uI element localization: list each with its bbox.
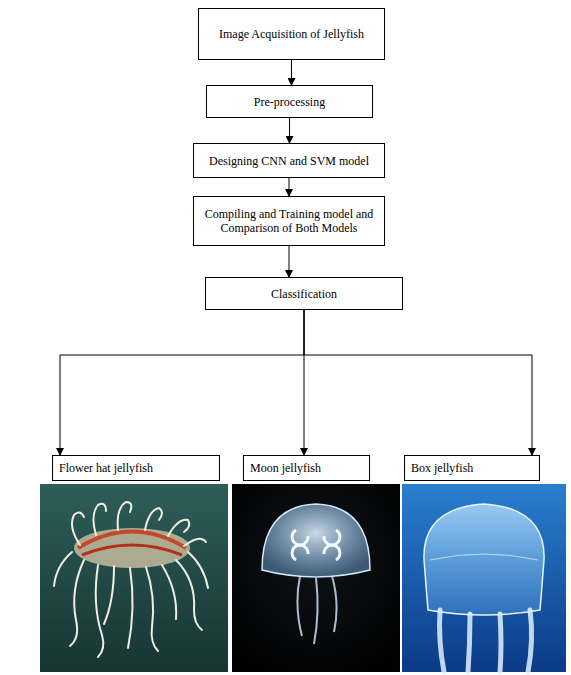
box-text: Moon jellyfish xyxy=(250,461,363,475)
moon-jellyfish-photo xyxy=(232,484,400,672)
box-text: Box jellyfish xyxy=(411,461,533,475)
box-text: Designing CNN and SVM model xyxy=(200,154,378,168)
process-box: Compiling and Training model and Compari… xyxy=(193,196,385,246)
box-text: Pre-processing xyxy=(213,95,366,109)
box-text: Flower hat jellyfish xyxy=(59,461,213,475)
class-label-box: Flower hat jellyfish xyxy=(52,455,220,481)
process-box: Classification xyxy=(205,277,403,310)
box-text: Compiling and Training model and Compari… xyxy=(200,207,378,235)
process-box: Designing CNN and SVM model xyxy=(193,143,385,178)
text-holder: Box jellyfish xyxy=(411,461,533,475)
flow-arrow xyxy=(289,178,290,196)
flow-arrow xyxy=(289,118,290,143)
text-holder: Image Acquisition of Jellyfish xyxy=(205,27,378,41)
text-holder: Compiling and Training model and Compari… xyxy=(200,207,378,235)
process-box: Image Acquisition of Jellyfish xyxy=(198,8,385,60)
flow-arrow xyxy=(289,246,290,277)
text-holder: Classification xyxy=(212,287,396,301)
flow-arrow xyxy=(291,60,292,85)
class-label-box: Moon jellyfish xyxy=(243,455,370,481)
box-text: Image Acquisition of Jellyfish xyxy=(205,27,378,41)
class-label-box: Box jellyfish xyxy=(404,455,540,481)
text-holder: Designing CNN and SVM model xyxy=(200,154,378,168)
box-jellyfish-photo xyxy=(402,484,566,672)
flower-hat-photo xyxy=(40,484,228,672)
text-holder: Flower hat jellyfish xyxy=(59,461,213,475)
flow-arrow xyxy=(304,310,532,455)
box-text: Classification xyxy=(212,287,396,301)
flow-arrow xyxy=(60,310,304,455)
text-holder: Pre-processing xyxy=(213,95,366,109)
process-box: Pre-processing xyxy=(206,85,373,118)
text-holder: Moon jellyfish xyxy=(250,461,363,475)
